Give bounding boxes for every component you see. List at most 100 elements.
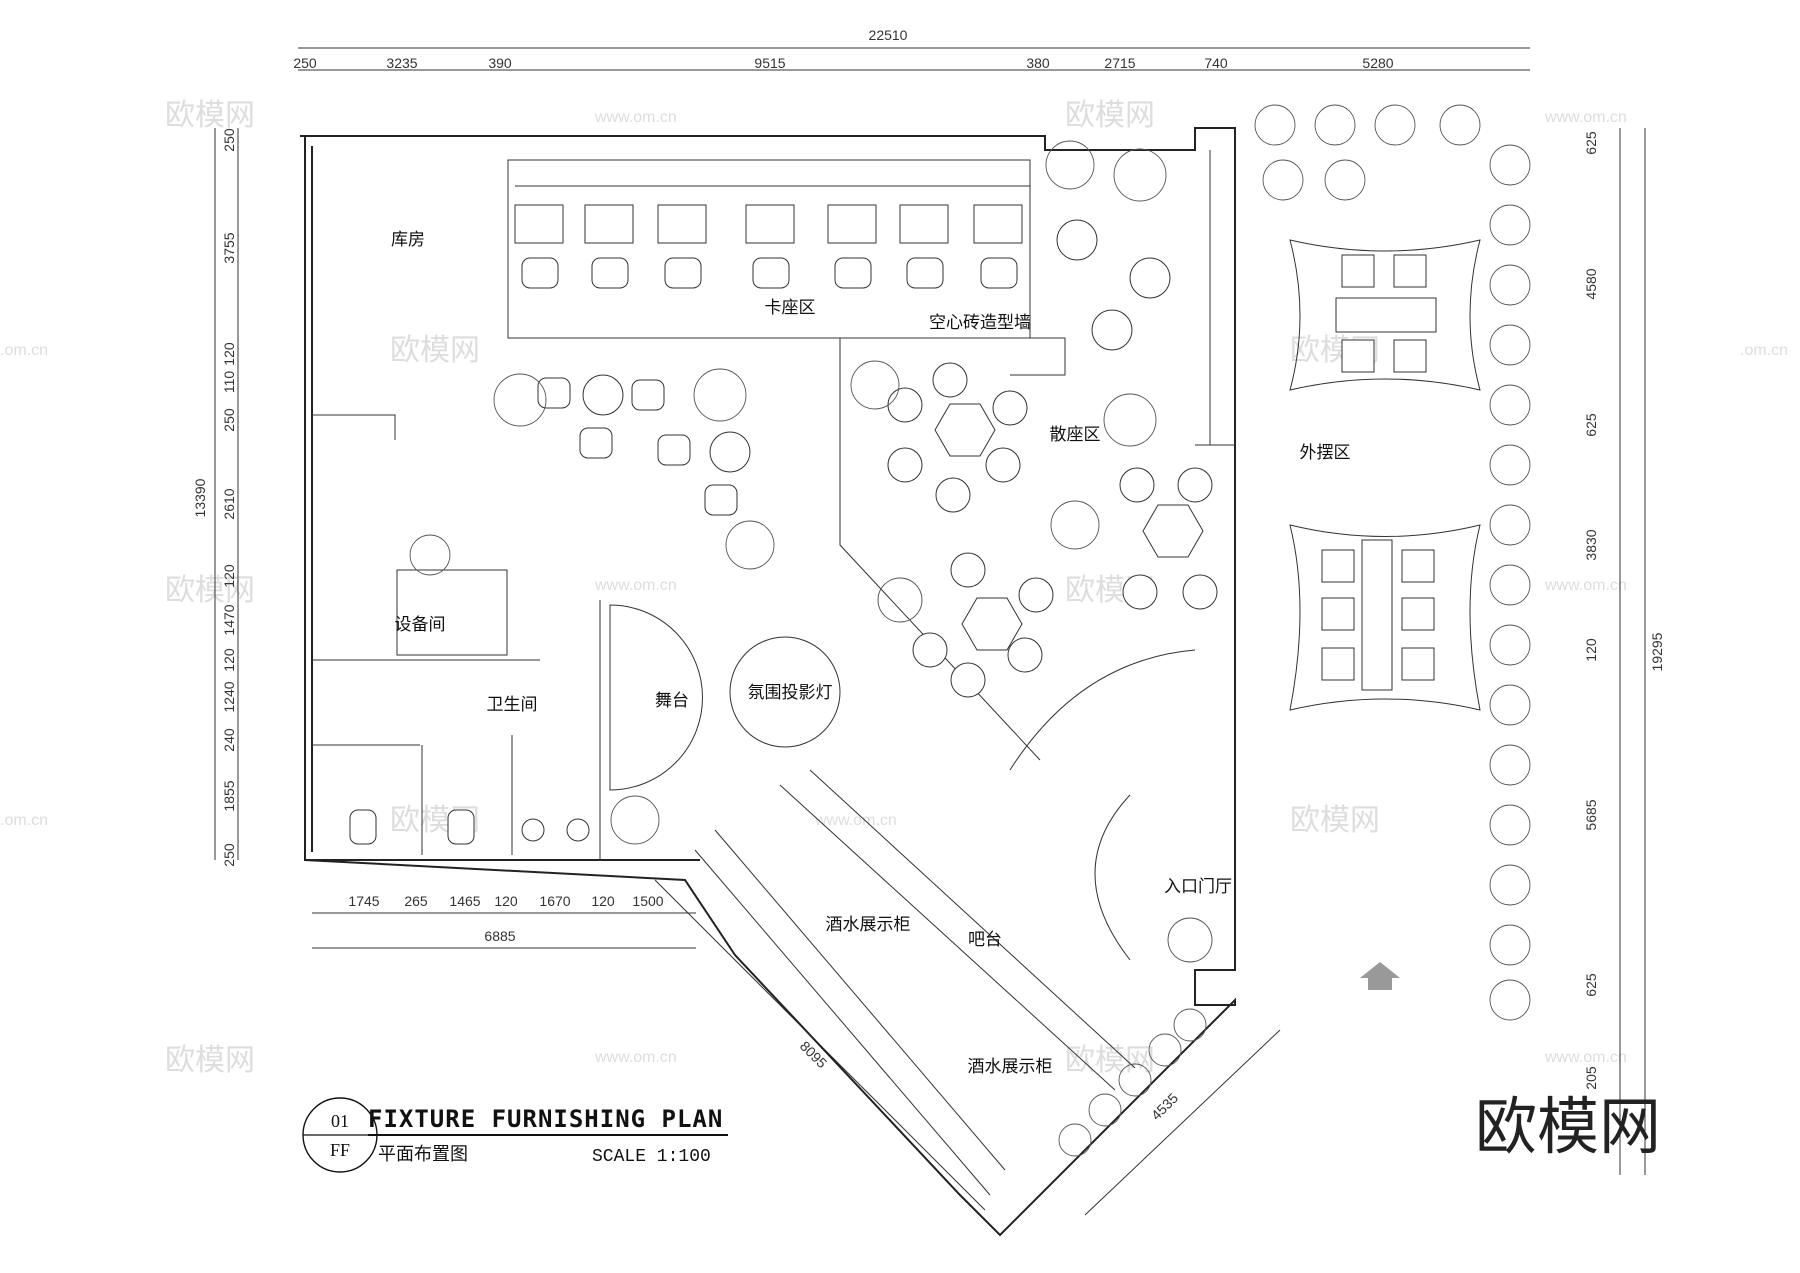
booth-table [584, 204, 634, 244]
outdoor-canopy [1289, 239, 1481, 391]
watermark-brand: 欧模网 [1065, 1043, 1155, 1078]
dim-bottom: 120 [591, 893, 615, 909]
brand-watermark: 欧模网 [1475, 1090, 1661, 1163]
lounge-stool [1122, 574, 1158, 610]
watermark-brand: 欧模网 [165, 1043, 255, 1078]
outdoor-chair [1401, 549, 1435, 583]
lounge-stool [992, 390, 1028, 426]
washbasin [566, 818, 590, 842]
drawing-title-en: FIXTURE FURNISHING PLAN [368, 1105, 723, 1133]
watermark-brand: 欧模网 [165, 573, 255, 608]
booth-chair [521, 257, 559, 289]
label-hollow-brick-wall: 空心砖造型墙 [929, 313, 1031, 333]
outdoor-chair [1393, 254, 1427, 288]
dim-left: 250 [221, 843, 237, 867]
plant [850, 360, 900, 410]
dim-right: 4580 [1583, 268, 1599, 299]
watermark-url: www.om.cn [1544, 109, 1627, 126]
lounge-stool [1007, 637, 1043, 673]
dim-left: 250 [221, 128, 237, 152]
watermark-brand: 欧模网 [165, 98, 255, 133]
plant [1374, 104, 1416, 146]
dim-left: 1855 [221, 780, 237, 811]
washbasin [521, 818, 545, 842]
plant [1058, 1123, 1092, 1157]
plant [1103, 393, 1157, 447]
booth-partition [507, 159, 1031, 339]
booth-chair [664, 257, 702, 289]
dim-right: 120 [1583, 638, 1599, 662]
watermark-url: www.om.cn [1544, 1049, 1627, 1066]
watermark-short: .om.cn [1740, 342, 1788, 359]
round-table [709, 431, 751, 473]
label-restroom: 卫生间 [487, 695, 538, 715]
watermark-url: www.om.cn [594, 109, 677, 126]
dim-top: 250 [293, 55, 317, 71]
stage-platform [609, 604, 703, 791]
dim-top: 390 [488, 55, 512, 71]
outdoor-table [1335, 297, 1437, 333]
label-wine-display: 酒水展示柜 [826, 915, 911, 935]
outdoor-chair [1321, 647, 1355, 681]
booth-chair [906, 257, 944, 289]
dim-left: 240 [221, 728, 237, 752]
dim-left: 250 [221, 408, 237, 432]
dim-right: 205 [1583, 1066, 1599, 1090]
dim-bottom: 1500 [632, 893, 663, 909]
plant [1045, 140, 1095, 190]
plant [1489, 684, 1531, 726]
booth-table [745, 204, 795, 244]
plant [877, 577, 923, 623]
plant [1439, 104, 1481, 146]
projection-light-circle [729, 636, 841, 748]
booth-chair [980, 257, 1018, 289]
booth-table [827, 204, 877, 244]
label-projection-light: 氛围投影灯 [748, 683, 833, 703]
dim-right: 3830 [1583, 529, 1599, 560]
plant [1489, 264, 1531, 306]
label-stage: 舞台 [655, 691, 689, 711]
dim-right: 625 [1583, 973, 1599, 997]
dim-right: 625 [1583, 131, 1599, 155]
round-table [1129, 257, 1171, 299]
plant [1173, 1008, 1207, 1042]
entrance-arrow-icon [1360, 962, 1400, 990]
label-booth-area: 卡座区 [765, 298, 816, 318]
watermark-url: www.om.cn [594, 1049, 677, 1066]
dim-top: 3235 [386, 55, 417, 71]
lounge-chair [657, 434, 691, 466]
booth-chair [752, 257, 790, 289]
booth-table [514, 204, 564, 244]
dimension-lines [214, 47, 1646, 1216]
dim-top: 2715 [1104, 55, 1135, 71]
plant [693, 368, 747, 422]
dim-bottom-total: 6885 [484, 928, 515, 944]
lounge-stool [1018, 577, 1054, 613]
dim-top-total: 22510 [869, 27, 908, 43]
drawing-number: 01 [331, 1111, 349, 1131]
dim-left: 120 [221, 564, 237, 588]
plant [409, 534, 451, 576]
label-entrance-hall: 入口门厅 [1164, 877, 1232, 897]
booth-table [973, 204, 1023, 244]
lounge-chair [704, 484, 738, 516]
plant [1254, 104, 1296, 146]
dim-bottom: 265 [404, 893, 428, 909]
plant [493, 373, 547, 427]
watermark-url: www.om.cn [814, 812, 897, 829]
label-bar-counter: 吧台 [968, 930, 1002, 950]
plant [1489, 744, 1531, 786]
planting [409, 104, 1531, 1157]
label-outdoor-area: 外摆区 [1300, 443, 1351, 463]
lounge-stool [887, 447, 923, 483]
outdoor-chair [1401, 647, 1435, 681]
outdoor-chair [1341, 339, 1375, 373]
lounge-stool [1177, 467, 1213, 503]
dim-right-total: 19295 [1649, 632, 1665, 671]
plant [1050, 500, 1100, 550]
dim-bar-length: 8095 [797, 1038, 830, 1071]
plant [725, 520, 775, 570]
plant [1113, 148, 1167, 202]
booth-table [657, 204, 707, 244]
lounge-stool [887, 387, 923, 423]
